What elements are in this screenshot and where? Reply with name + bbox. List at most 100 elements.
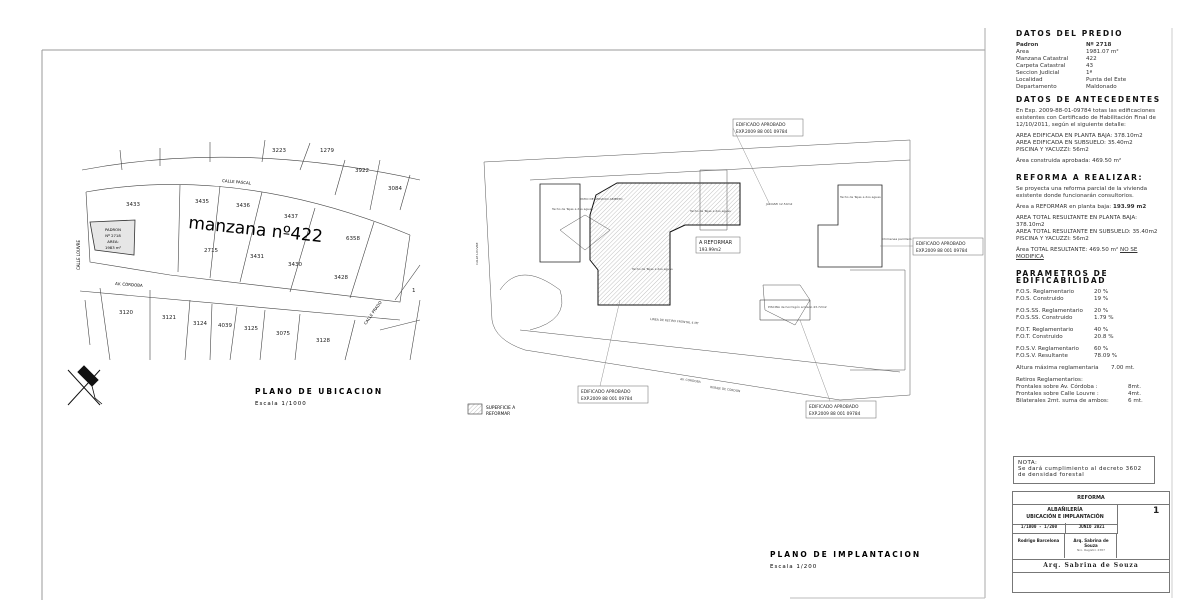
altura-label: Altura máxima reglamentaria xyxy=(1016,365,1099,371)
plan-notes: Techo de Tejas a dos aguas Techo de Teja… xyxy=(475,195,912,393)
param-value: 1.79 % xyxy=(1094,315,1114,321)
predio-value: 422 xyxy=(1086,56,1097,62)
retiro-label: Frontales sobre Av. Córdoba : xyxy=(1016,384,1098,390)
predio-key: Area xyxy=(1016,49,1029,55)
architect-name: Arq. Sabrina de Souza xyxy=(1013,559,1169,573)
lot-label: 3223 xyxy=(272,148,286,154)
padron-number: Nº 2718 xyxy=(105,233,121,238)
approved-exp: EXP.2009 88 001 09784 xyxy=(916,248,968,254)
north-arrow-icon xyxy=(67,365,103,406)
reforma-total: Área TOTAL RESULTANTE: 469.50 m² NO SE M… xyxy=(1016,247,1166,261)
approved-callouts: EDIFICADO APROBADO EXP.2009 88 001 09784… xyxy=(577,118,984,419)
implantation-plan-scale: Escala 1/200 xyxy=(770,564,817,570)
lot-label: 3084 xyxy=(388,186,402,192)
pool-note: PISCINA de hormigón armado 43.72m2 xyxy=(768,305,827,309)
predio-key: Carpeta Catastral xyxy=(1016,63,1066,69)
area-line: PISCINA Y YACUZZI: 56m2 xyxy=(1016,236,1089,242)
avenue-note: AV. CORDOBA xyxy=(680,377,702,384)
reforma-area: Área a REFORMAR en planta baja: 193.99 m… xyxy=(1016,204,1166,211)
location-plan-scale: Escala 1/1000 xyxy=(255,401,307,407)
param-row: F.O.S.SS. Reglamentario 20 % xyxy=(1016,308,1166,315)
patio-note: PATIO DE SERVICIO ABIERTO xyxy=(580,197,623,201)
param-value: 78.09 % xyxy=(1094,353,1118,359)
callout-leaders xyxy=(599,127,913,402)
retiro-row: Bilaterales 2mt. suma de ambos:6 mt. xyxy=(1016,398,1166,405)
reforma-area-value: 193.99 m2 xyxy=(1112,204,1147,210)
reformar-area: 193.99m2 xyxy=(699,247,721,253)
roof-note: Techo de Tejas a dos aguas xyxy=(689,209,731,213)
lot-labels: 3223 1279 3922 3084 3433 3435 3436 3437 … xyxy=(119,148,416,344)
roof-note: Techo de Tejas a dos aguas xyxy=(839,195,881,199)
retiro-row: Frontales sobre Calle Louvre :4mt. xyxy=(1016,391,1166,398)
reformar-label: A REFORMAR xyxy=(699,240,733,246)
lot-label: 3922 xyxy=(355,168,369,174)
predio-title: DATOS DEL PREDIO xyxy=(1016,29,1124,38)
lot-label: 3075 xyxy=(276,331,290,337)
retiro-value: 4mt. xyxy=(1128,391,1141,397)
predio-key: Departamento xyxy=(1016,84,1057,90)
altura-value: 7.00 mt. xyxy=(1111,365,1135,371)
technician-name: Arq. Sabrina de Souza xyxy=(1073,538,1109,548)
lot-label: 2715 xyxy=(204,248,218,254)
param-name: F.O.S.SS. Reglamentario xyxy=(1016,308,1083,314)
titleblock-header: REFORMA xyxy=(1013,492,1169,505)
predio-row: Manzana Catastral 422 xyxy=(1016,56,1166,63)
predio-key: Seccion Judicial xyxy=(1016,70,1060,76)
antecedentes-total: Área construida aprobada: 469.50 m² xyxy=(1016,158,1122,164)
param-value: 60 % xyxy=(1094,346,1109,352)
street-label-pascal: CALLE PASCAL xyxy=(222,178,252,186)
area-line: AREA TOTAL RESULTANTE EN PLANTA BAJA: 37… xyxy=(1016,215,1138,228)
implantation-plan-lines xyxy=(483,139,911,401)
reforma-total-label: Área TOTAL RESULTANTE: 469.50 m² xyxy=(1016,247,1121,253)
reforma-area-label: Área a REFORMAR en planta baja: xyxy=(1016,204,1113,210)
lot-label: 3436 xyxy=(236,203,250,209)
approved-label: EDIFICADO APROBADO xyxy=(916,241,966,247)
param-name: F.O.S.V. Reglamentario xyxy=(1016,346,1079,352)
param-name: F.O.S.V. Resultante xyxy=(1016,353,1068,359)
plano-line2: UBICACIÓN E IMPLANTACIÓN xyxy=(1026,515,1104,520)
lot-label: 3128 xyxy=(316,338,330,344)
antecedentes-title: DATOS DE ANTECEDENTES xyxy=(1016,95,1161,104)
area-line: PISCINA Y YACUZZI: 56m2 xyxy=(1016,147,1089,153)
street-label-cordoba: AV. CÓRDOBA xyxy=(115,281,143,288)
titleblock-date: JUNIO 2021 xyxy=(1066,523,1118,534)
roof-note: Techo de Tejas a dos aguas xyxy=(631,267,673,271)
approved-exp: EXP.2009 88 001 09784 xyxy=(809,411,861,417)
padron-area-label: AREA: xyxy=(107,239,118,244)
retiro-value: 6 mt. xyxy=(1128,398,1143,404)
implantation-plan-title: PLANO DE IMPLANTACION xyxy=(770,550,921,559)
lot-label: 3125 xyxy=(244,326,258,332)
param-name: F.O.T. Reglamentario xyxy=(1016,327,1074,333)
street-label-louvre: CALLE LOUVRE xyxy=(76,240,81,270)
street-label-prado: CALLE PRADO xyxy=(363,300,383,326)
approved-label: EDIFICADO APROBADO xyxy=(581,389,631,395)
sheet-frame xyxy=(41,28,1173,600)
lot-label: 3121 xyxy=(162,315,176,321)
param-value: 20 % xyxy=(1094,308,1109,314)
param-row: F.O.T. Reglamentario 40 % xyxy=(1016,327,1166,334)
jacuzzi-note: JACUZZI 12.54m2 xyxy=(765,202,793,206)
param-value: 40 % xyxy=(1094,327,1109,333)
param-value: 19 % xyxy=(1094,296,1109,302)
lot-label: 3428 xyxy=(334,275,348,281)
predio-key: Manzana Catastral xyxy=(1016,56,1069,62)
predio-value: Nº 2718 xyxy=(1086,42,1112,48)
retiro-row: Frontales sobre Av. Córdoba :8mt. xyxy=(1016,384,1166,391)
lot-label: 3124 xyxy=(193,321,207,327)
area-line: AREA EDIFICADA EN SUBSUELO: 35.40m2 xyxy=(1016,140,1133,146)
parametros-title: PARAMETROS DE EDIFICABILIDAD xyxy=(1016,269,1109,285)
legend: SUPERFICIE A REFORMAR xyxy=(467,403,515,417)
